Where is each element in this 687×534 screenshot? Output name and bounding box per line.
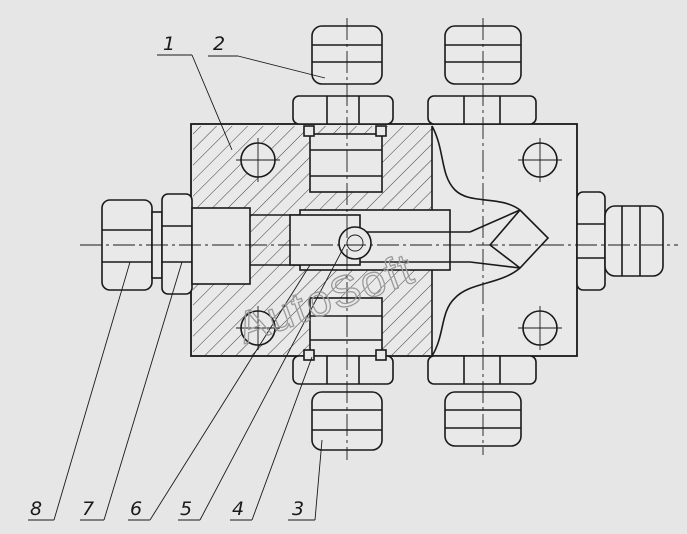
bottom-left-fitting: [292, 297, 394, 451]
callout-2: 2: [213, 33, 225, 55]
mounting-holes: [236, 138, 562, 350]
callout-1: 1: [163, 33, 175, 55]
center-lines: [80, 18, 678, 460]
callout-7: 7: [82, 498, 94, 520]
leader-lines: [28, 54, 346, 521]
top-right-fitting: [427, 25, 537, 125]
callout-5: 5: [180, 498, 192, 520]
callout-labels: 1 2 3 4 5 6 7 8: [30, 33, 304, 520]
callout-3: 3: [292, 498, 304, 520]
bottom-right-fitting: [427, 355, 537, 447]
right-fitting: [576, 191, 664, 291]
callout-4: 4: [232, 498, 244, 520]
left-plug-assembly: [101, 193, 251, 295]
callout-6: 6: [130, 498, 142, 520]
callout-8: 8: [30, 498, 42, 520]
